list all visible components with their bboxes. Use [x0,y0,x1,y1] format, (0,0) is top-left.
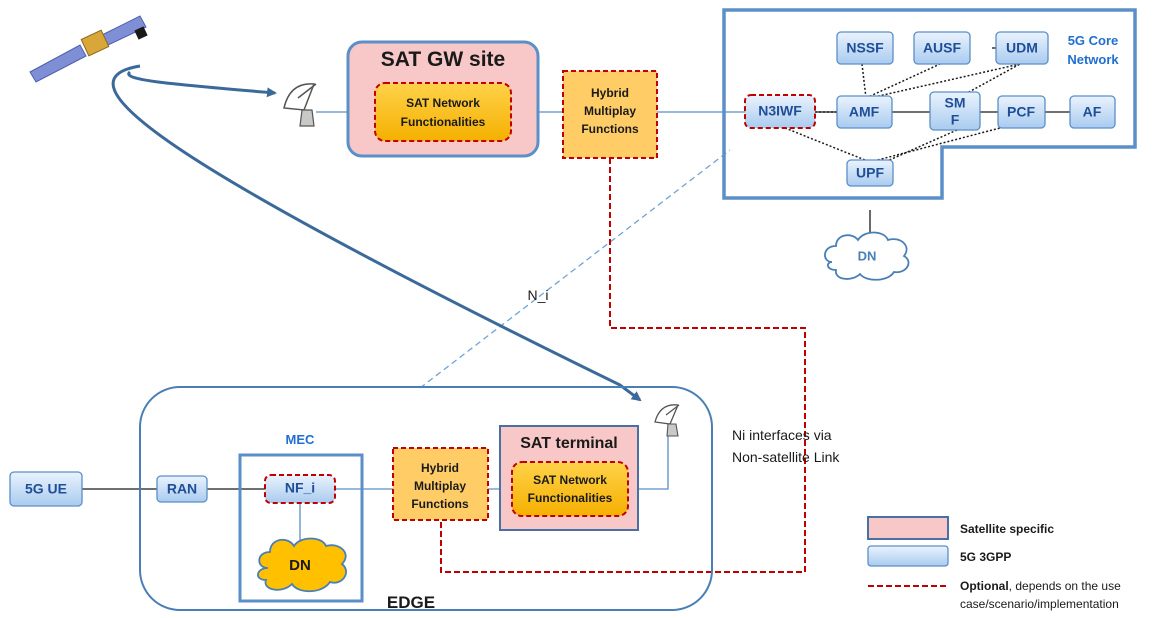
dn-cloud-core: DN [824,231,910,281]
hybrid-multiplay-edge [392,447,489,521]
hybrid-edge-line2: Multiplay [414,479,466,493]
hybrid-top-line2: Multiplay [584,104,636,118]
nf-amf: AMF [836,95,893,129]
hybrid-edge-line1: Hybrid [421,461,459,475]
hybrid-top-line1: Hybrid [591,86,629,100]
terminal-sat-network-functionalities [511,461,629,517]
satellite-icon [29,15,148,83]
legend-satellite-label: Satellite specific [960,522,1054,536]
gw-sat-nf-line1: SAT Network [406,96,480,110]
legend-3gpp-swatch [867,545,949,567]
gw-dish-icon [283,83,317,127]
gw-sat-network-functionalities [374,82,512,142]
hybrid-multiplay-top [562,70,658,159]
hybrid-edge-line3: Functions [411,497,469,511]
nf-nssf: NSSF [836,31,894,65]
svg-text:NSSF: NSSF [846,40,884,56]
satellite-edge-arrow [111,64,642,402]
edge-title: EDGE [387,593,435,612]
svg-text:DN: DN [289,557,311,574]
dn-cloud-edge: DN [257,537,347,593]
svg-text:AF: AF [1083,104,1102,120]
edge-frame [139,386,713,611]
svg-text:RAN: RAN [167,481,197,497]
core-dotted-links [784,63,1021,163]
svg-text:N3IWF: N3IWF [758,103,802,119]
legend-optional-line2: case/scenario/implementation [960,597,1119,611]
svg-text:F: F [951,112,960,128]
ran: RAN [156,475,208,503]
legend-3gpp-label: 5G 3GPP [960,550,1011,564]
nf-af: AF [1069,95,1116,129]
mec-title: MEC [286,432,316,447]
sat-terminal-title: SAT terminal [520,435,618,452]
nf-upf: UPF [846,159,894,187]
legend: Satellite specific 5G 3GPP Optional, dep… [867,516,1121,611]
svg-text:NF_i: NF_i [285,480,315,496]
nf-smf: SM F [929,91,981,131]
svg-text:UPF: UPF [856,165,884,181]
legend-optional-line1: Optional, depends on the use [960,579,1121,593]
legend-satellite-swatch [867,516,949,540]
terminal-sat-nf-line2: Functionalities [528,491,613,505]
ni-link [419,149,731,389]
nf-pcf: PCF [997,95,1046,129]
svg-text:SM: SM [945,95,966,111]
mec-frame [238,453,364,603]
ni-note-line2: Non-satellite Link [732,449,840,465]
terminal-sat-nf-line1: SAT Network [533,473,607,487]
gw-sat-nf-line2: Functionalities [401,115,486,129]
svg-text:DN: DN [858,248,877,263]
svg-text:AMF: AMF [849,104,880,120]
satellite-downlink-arrow [127,70,277,98]
edge-dish-icon [654,404,680,437]
terminal-dish-link [628,430,669,490]
ni-label: N_i [527,287,548,303]
core-network-frame [722,8,1137,200]
hybrid-top-line3: Functions [581,122,639,136]
svg-text:PCF: PCF [1007,104,1035,120]
optional-ni-path [440,158,806,573]
core-title-line2: Network [1067,52,1119,67]
nf-udm: UDM [995,31,1049,65]
ni-note-line1: Ni interfaces via [732,427,832,443]
svg-text:AUSF: AUSF [923,40,962,56]
core-title-line1: 5G Core [1068,33,1119,48]
sat-gw-site-title: SAT GW site [381,48,505,71]
ue-5g: 5G UE [9,471,83,507]
nf-i: NF_i [264,474,336,504]
nf-n3iwf: N3IWF [744,94,816,129]
svg-text:UDM: UDM [1006,40,1038,56]
nf-ausf: AUSF [913,31,971,65]
svg-text:5G UE: 5G UE [25,481,67,497]
